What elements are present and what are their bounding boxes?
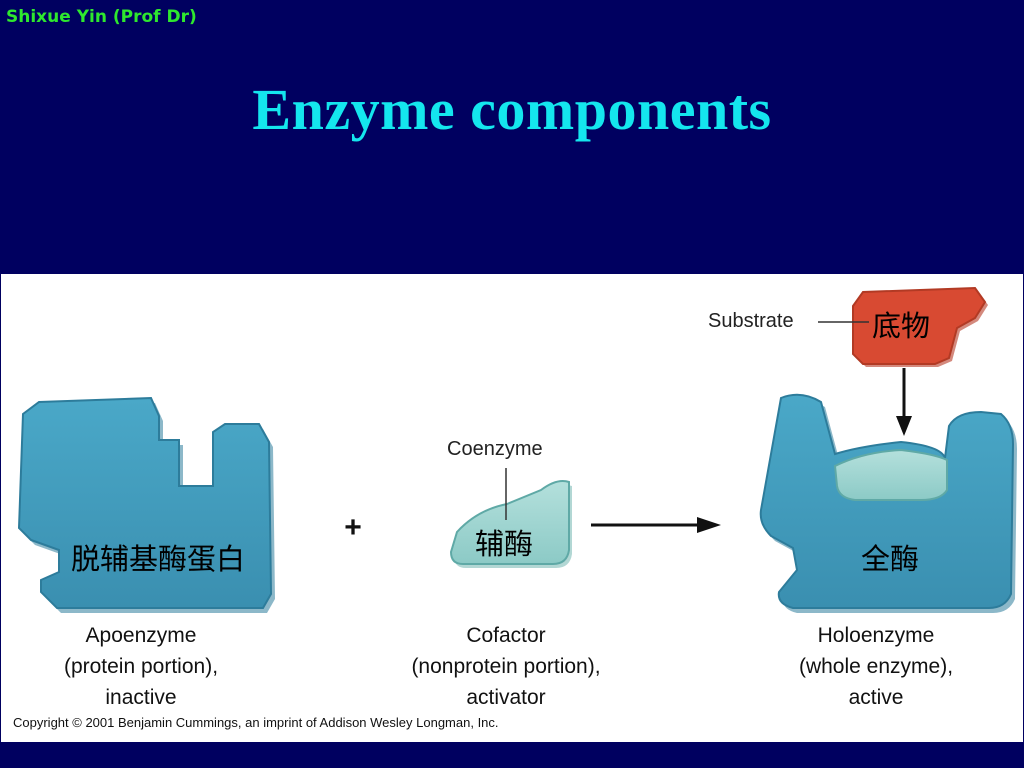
coenzyme-cn-label: 辅酶 <box>475 527 534 561</box>
cofactor-caption-line: (nonprotein portion), <box>411 655 601 678</box>
coenzyme-label: Coenzyme <box>447 438 543 460</box>
apoenzyme-cn-label: 脱辅基酶蛋白 <box>71 542 246 576</box>
plus-sign: + <box>344 511 362 544</box>
cofactor-caption-line: Cofactor <box>466 624 546 647</box>
holoenzyme-caption-line: active <box>848 686 904 709</box>
apoenzyme-shape <box>17 396 275 613</box>
holoenzyme-cn-label: 全酶 <box>861 542 920 576</box>
apoenzyme-caption: Apoenzyme (protein portion), inactive <box>21 620 261 713</box>
reaction-arrow <box>591 517 721 533</box>
substrate-shape <box>852 286 988 367</box>
coenzyme-shape <box>449 480 572 568</box>
holoenzyme-caption-line: (whole enzyme), <box>798 655 954 678</box>
substrate-label: Substrate <box>708 310 794 332</box>
holoenzyme-caption-line: Holoenzyme <box>817 624 935 647</box>
apoenzyme-caption-line: Apoenzyme <box>85 624 197 647</box>
holoenzyme-caption: Holoenzyme (whole enzyme), active <box>761 620 991 713</box>
copyright-notice: Copyright © 2001 Benjamin Cummings, an i… <box>13 715 499 730</box>
apoenzyme-caption-line: (protein portion), <box>63 655 219 678</box>
apoenzyme-caption-line: inactive <box>105 686 177 709</box>
binding-arrow <box>896 368 912 436</box>
holoenzyme-cofactor-shape <box>833 448 948 501</box>
author-name: Shixue Yin (Prof Dr) <box>6 7 197 27</box>
enzyme-diagram: + Substrate <box>1 274 1023 742</box>
substrate-cn-label: 底物 <box>872 309 931 343</box>
cofactor-caption: Cofactor (nonprotein portion), activator <box>381 620 631 713</box>
holoenzyme-shape <box>759 393 1017 613</box>
cofactor-caption-line: activator <box>466 686 546 709</box>
diagram-graphics: + <box>17 286 1017 613</box>
slide-title: Enzyme components <box>252 77 772 142</box>
